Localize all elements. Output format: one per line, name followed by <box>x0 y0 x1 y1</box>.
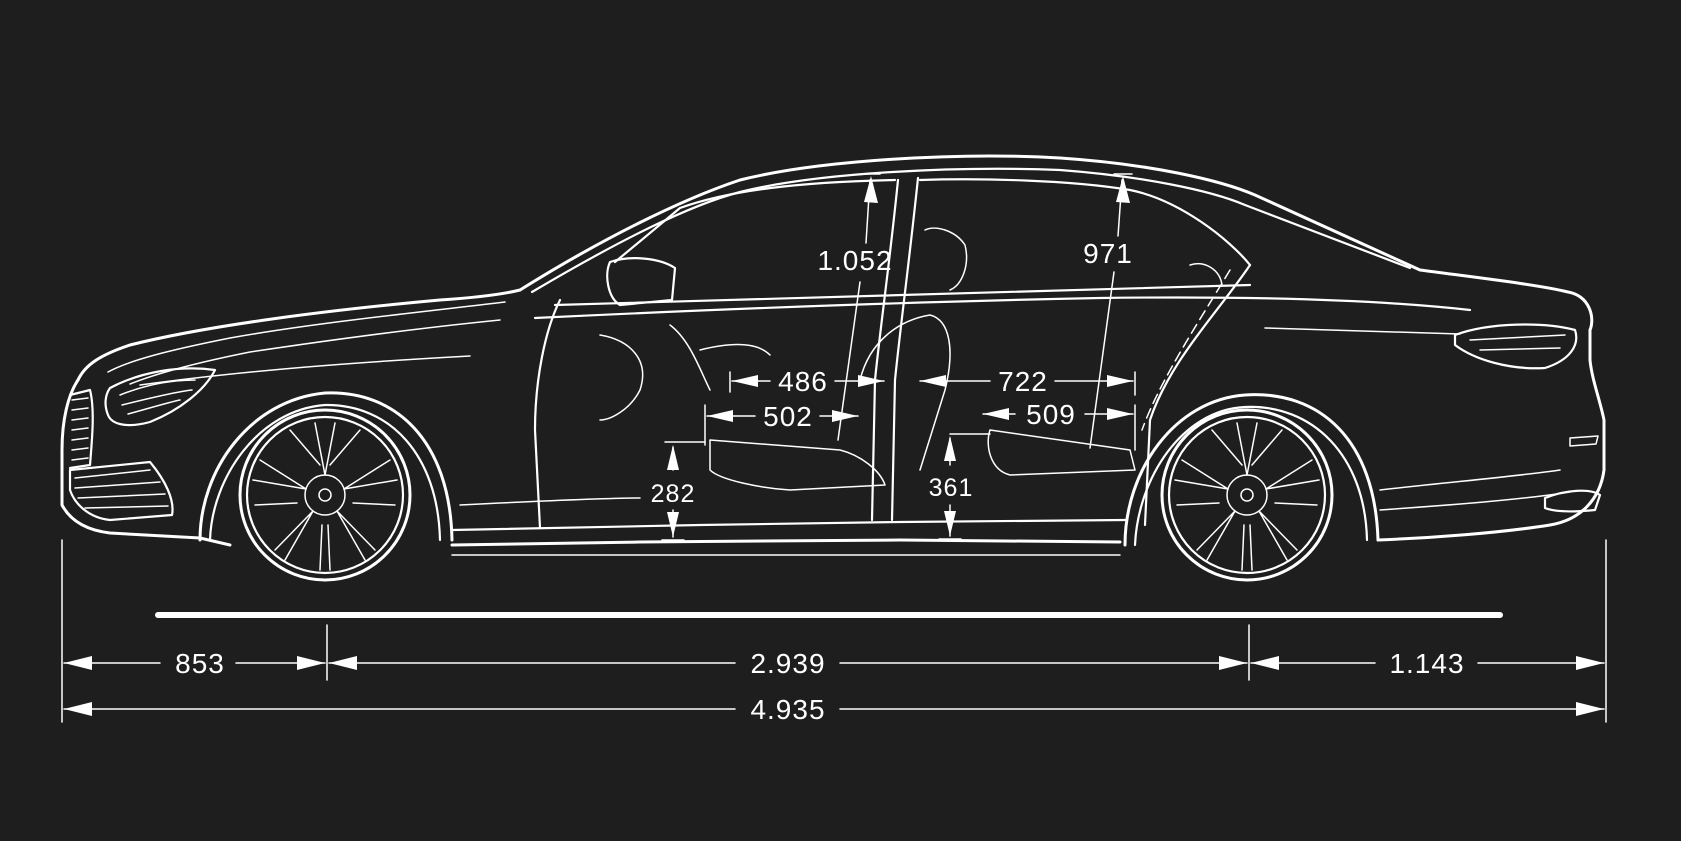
front-wheel <box>238 408 412 582</box>
front-seat-height-label: 282 <box>651 480 696 508</box>
rear-wheel <box>1160 408 1334 582</box>
seat-depth-dimensions <box>704 371 1136 451</box>
front-headroom-label: 1.052 <box>817 245 892 276</box>
rear-seat-depth-lower-label: 509 <box>1026 399 1076 430</box>
rear-overhang-label: 1.143 <box>1389 648 1464 679</box>
rear-seat-height-label: 361 <box>929 474 974 502</box>
car-body-outline <box>60 154 1606 556</box>
front-seat-depth-upper-label: 486 <box>778 366 828 397</box>
length-dimensions <box>61 539 1607 723</box>
front-overhang-label: 853 <box>175 648 225 679</box>
wheelbase-label: 2.939 <box>750 648 825 679</box>
interior-seats <box>599 227 1223 491</box>
front-seat-depth-lower-label: 502 <box>763 401 813 432</box>
doors-and-windows <box>533 176 1252 530</box>
rear-headroom-label: 971 <box>1083 238 1133 269</box>
seat-height-dimensions <box>661 433 991 541</box>
rear-seat-depth-upper-label: 722 <box>998 366 1048 397</box>
overall-length-label: 4.935 <box>750 694 825 725</box>
